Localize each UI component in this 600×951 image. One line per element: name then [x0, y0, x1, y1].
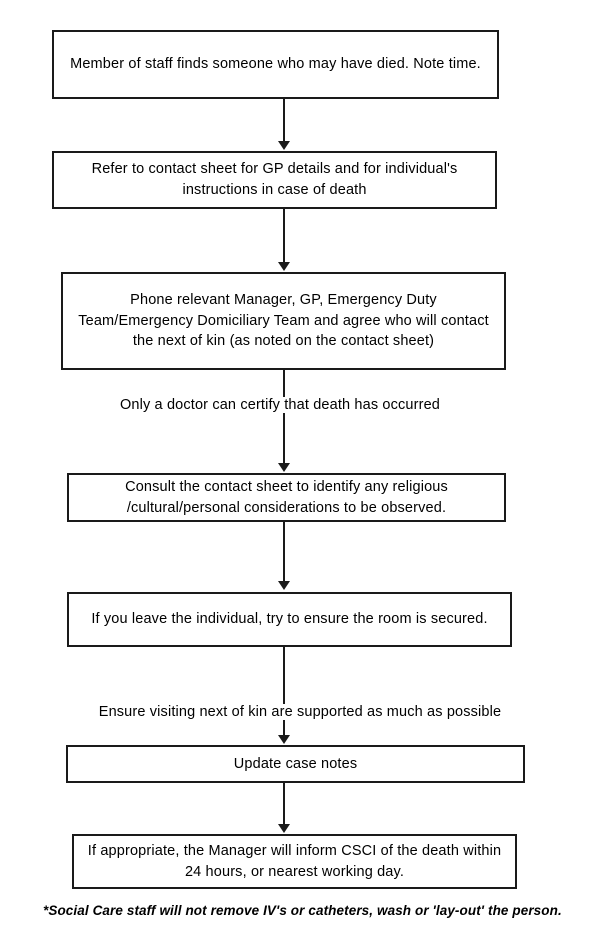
update-case-notes-box: Update case notes	[66, 745, 525, 783]
find-person-box: Member of staff finds someone who may ha…	[52, 30, 499, 99]
doctor-certify-note-text: Only a doctor can certify that death has…	[118, 397, 442, 413]
connector-6-7	[283, 783, 285, 826]
support-next-of-kin-note-text: Ensure visiting next of kin are supporte…	[97, 704, 503, 720]
support-next-of-kin-note: Ensure visiting next of kin are supporte…	[0, 702, 600, 723]
arrowhead-6-7	[278, 824, 290, 833]
connector-5-6	[283, 647, 285, 737]
arrowhead-1-2	[278, 141, 290, 150]
connector-3-4	[283, 370, 285, 465]
doctor-certify-note: Only a doctor can certify that death has…	[0, 395, 560, 416]
secure-room-box: If you leave the individual, try to ensu…	[67, 592, 512, 647]
connector-2-3	[283, 209, 285, 264]
connector-1-2	[283, 99, 285, 143]
arrowhead-4-5	[278, 581, 290, 590]
arrowhead-3-4	[278, 463, 290, 472]
arrowhead-5-6	[278, 735, 290, 744]
footnote-text: *Social Care staff will not remove IV's …	[43, 903, 562, 918]
phone-manager-box: Phone relevant Manager, GP, Emergency Du…	[61, 272, 506, 370]
connector-4-5	[283, 522, 285, 582]
inform-csci-box: If appropriate, the Manager will inform …	[72, 834, 517, 889]
refer-contact-sheet-box: Refer to contact sheet for GP details an…	[52, 151, 497, 209]
arrowhead-2-3	[278, 262, 290, 271]
religious-considerations-box: Consult the contact sheet to identify an…	[67, 473, 506, 522]
